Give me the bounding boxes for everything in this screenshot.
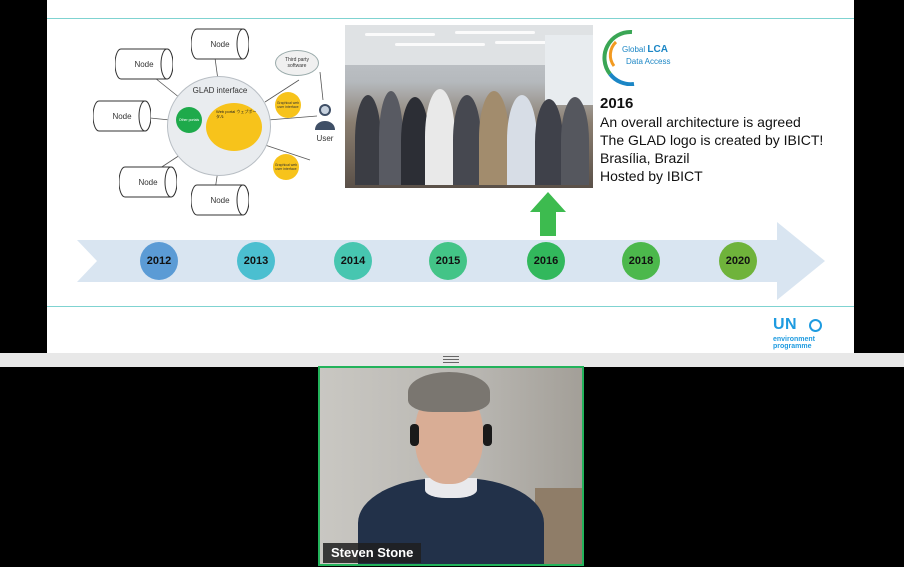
year-label: 2015 (435, 255, 461, 267)
year-label: 2018 (628, 255, 654, 267)
ceiling-light (395, 43, 485, 46)
logo-line1: Global LCA (622, 44, 668, 55)
top-accent-line (47, 18, 854, 19)
timeline-year-2012: 2012 (140, 242, 178, 280)
photo-person (401, 97, 429, 185)
photo-person (535, 99, 563, 185)
node-top: Node (191, 28, 249, 60)
user-icon (315, 104, 335, 130)
view-splitter[interactable] (0, 353, 904, 367)
logo-arc-icon (602, 29, 635, 86)
timeline-year-2016: 2016 (527, 242, 565, 280)
node-left: Node (93, 100, 151, 132)
node-label: Node (210, 195, 230, 205)
shared-presentation-slide: Node Node Node Node Node GLAD interface … (47, 0, 854, 353)
un-subtitle-line1: environment (773, 336, 816, 343)
active-speaker-video-tile[interactable]: Steven Stone (318, 366, 584, 566)
timeline-year-2018: 2018 (622, 242, 660, 280)
un-environment-logo: UN environment programme (773, 316, 843, 353)
un-subtitle: environment programme (773, 336, 815, 350)
third-party-software-bubble: Third party software (275, 50, 319, 76)
glad-interface-hub: GLAD interface Other portals Web portal … (167, 76, 271, 176)
graphical-ui-bubble-lower: Graphical web user interface (273, 154, 299, 180)
milestone-line: The GLAD logo is created by IBICT! (600, 132, 824, 148)
web-portal-bubble: Web portal ウェブポータル (206, 103, 262, 151)
milestone-info: 2016 An overall architecture is agreed T… (600, 95, 850, 185)
headphone-right-icon (483, 424, 492, 446)
photo-window (545, 35, 593, 105)
timeline: 2012 2013 2014 2015 2016 2018 2020 (77, 220, 825, 304)
photo-person (425, 89, 455, 185)
milestone-line: An overall architecture is agreed (600, 114, 801, 130)
speaker-name-tag: Steven Stone (323, 543, 422, 563)
un-globe-icon (809, 319, 822, 332)
hub-title: GLAD interface (192, 86, 248, 95)
speaker-hair (408, 372, 490, 412)
node-upper-left: Node (115, 48, 173, 80)
global-lca-data-access-logo: Global LCA Data Access (602, 26, 682, 86)
milestone-year: 2016 (600, 95, 634, 112)
photo-person (453, 95, 481, 185)
year-label: 2013 (243, 255, 269, 267)
un-wordmark: UN (773, 316, 798, 333)
headphone-left-icon (410, 424, 419, 446)
logo-line1-bold: LCA (647, 44, 668, 55)
node-label: Node (210, 39, 230, 49)
speaker-collar (425, 478, 477, 498)
group-photo (345, 25, 593, 188)
timeline-year-2015: 2015 (429, 242, 467, 280)
node-label: Node (112, 111, 132, 121)
timeline-year-2013: 2013 (237, 242, 275, 280)
logo-line2: Data Access (626, 57, 671, 66)
un-subtitle-line2: programme (773, 343, 812, 350)
year-label: 2016 (533, 255, 559, 267)
photo-person (379, 91, 403, 185)
timeline-year-2020: 2020 (719, 242, 757, 280)
year-label: 2012 (146, 255, 172, 267)
photo-person (479, 91, 509, 185)
ceiling-light (455, 31, 535, 34)
ceiling-light (495, 41, 555, 44)
splitter-grip-icon[interactable] (443, 356, 459, 364)
photo-person (355, 95, 381, 185)
milestone-line: Hosted by IBICT (600, 168, 703, 184)
architecture-diagram: Node Node Node Node Node GLAD interface … (85, 20, 335, 220)
diagram-connectors (129, 57, 324, 191)
user-figure: User (313, 102, 337, 143)
year-label: 2020 (725, 255, 751, 267)
photo-person (507, 95, 537, 185)
user-label: User (316, 134, 334, 143)
other-portals-bubble: Other portals (176, 107, 202, 133)
node-bottom: Node (191, 184, 249, 216)
bottom-accent-line (47, 306, 854, 307)
timeline-year-2014: 2014 (334, 242, 372, 280)
ceiling-light (365, 33, 435, 36)
graphical-ui-bubble-upper: Graphical web user interface (275, 92, 301, 118)
node-label: Node (138, 177, 158, 187)
logo-line1-prefix: Global (622, 45, 648, 54)
up-arrow-icon (530, 192, 566, 236)
year-label: 2014 (340, 255, 366, 267)
node-lower-left: Node (119, 166, 177, 198)
milestone-line: Brasília, Brazil (600, 150, 690, 166)
photo-person (561, 97, 589, 185)
node-label: Node (134, 59, 154, 69)
